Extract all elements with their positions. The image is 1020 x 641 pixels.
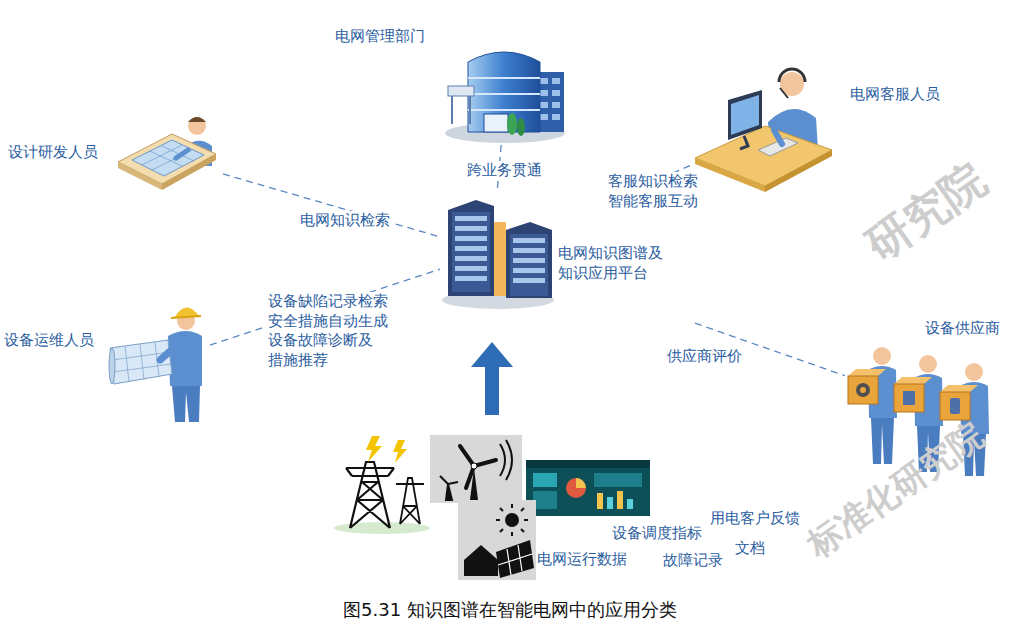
supplier-icon	[848, 347, 989, 476]
actor-node: 用电客户反馈设备调度指标文档电网运行数据 故障记录	[325, 415, 825, 580]
dashed-connector	[210, 269, 440, 345]
dashed-connector	[497, 145, 501, 192]
label-holder: 电网客服人员	[850, 84, 940, 105]
dashed-connector	[223, 174, 440, 237]
service-agent-icon	[695, 69, 832, 192]
label-holder: 图5.31 知识图谱在智能电网中的应用分类	[0, 598, 1020, 621]
actor-node: 设备运维人员	[4, 300, 210, 425]
node-label: 故障记录	[663, 551, 723, 571]
watermark: 标准化研究院	[800, 415, 990, 565]
label-holder: 研究院	[858, 155, 994, 270]
figure-caption: 图5.31 知识图谱在智能电网中的应用分类	[343, 599, 677, 620]
actor-node: 设备供应商	[845, 315, 1015, 485]
edge-label: 客服知识检索 智能客服互动	[606, 172, 703, 211]
label-holder: 设备缺陷记录检索 安全措施自动生成 设备故障诊断及 措施推荐	[266, 292, 392, 370]
edge-label: 跨业务贯通	[465, 161, 544, 181]
node-label: 用电客户反馈	[710, 509, 800, 529]
label-holder: 设计研发人员	[8, 142, 98, 163]
wind-turbine-icon	[430, 435, 522, 503]
label-holder: 设备调度指标	[612, 523, 702, 544]
label-holder: 供应商评价	[665, 346, 744, 367]
actor-node: 电网客服人员	[690, 62, 970, 187]
node-label: 设备供应商	[925, 319, 1000, 339]
power-tower-icon	[334, 436, 430, 534]
label-holder: 设备运维人员	[4, 330, 94, 351]
watermark: 研究院	[857, 153, 994, 270]
dashed-connector	[629, 166, 690, 192]
label-holder: 电网运行数据	[537, 549, 627, 570]
maintainer-icon	[109, 307, 202, 422]
dashboard-icon	[526, 460, 650, 516]
designer-icon	[118, 117, 216, 190]
node-label: 电网知识图谱及知识应用平台	[558, 244, 666, 283]
building-icon	[445, 52, 565, 143]
actor-node: 电网管理部门	[335, 20, 570, 145]
node-label: 设备调度指标	[612, 524, 702, 544]
node-label: 设备运维人员	[4, 331, 94, 351]
block-arrow	[485, 367, 499, 415]
label-holder: 电网知识检索	[298, 210, 392, 231]
solar-house-icon	[458, 500, 536, 580]
node-label: 文档	[735, 539, 765, 559]
edge-label: 设备缺陷记录检索 安全措施自动生成 设备故障诊断及 措施推荐	[266, 292, 392, 370]
actor-node: 设计研发人员	[8, 112, 223, 192]
edge-label: 供应商评价	[665, 347, 744, 367]
edge-label: 电网知识检索	[298, 211, 392, 231]
label-holder: 客服知识检索 智能客服互动	[606, 172, 703, 211]
server-icon	[442, 200, 554, 309]
node-label: 设计研发人员	[8, 143, 98, 163]
label-holder: 电网知识图谱及知识应用平台	[558, 244, 666, 283]
label-holder: 文档	[735, 538, 765, 559]
node-label: 电网管理部门	[335, 27, 425, 47]
label-holder: 用电客户反馈	[710, 508, 800, 529]
label-holder: 标准化研究院	[801, 416, 990, 564]
label-holder: 设备供应商	[925, 318, 1000, 339]
dashed-connector	[695, 323, 845, 376]
node-label: 电网运行数据	[537, 550, 627, 570]
actor-node: 电网知识图谱及知识应用平台	[440, 192, 695, 342]
label-holder: 电网管理部门	[335, 26, 425, 47]
label-holder: 故障记录	[663, 550, 723, 571]
label-holder: 跨业务贯通	[465, 160, 544, 181]
node-label: 电网客服人员	[850, 85, 940, 105]
